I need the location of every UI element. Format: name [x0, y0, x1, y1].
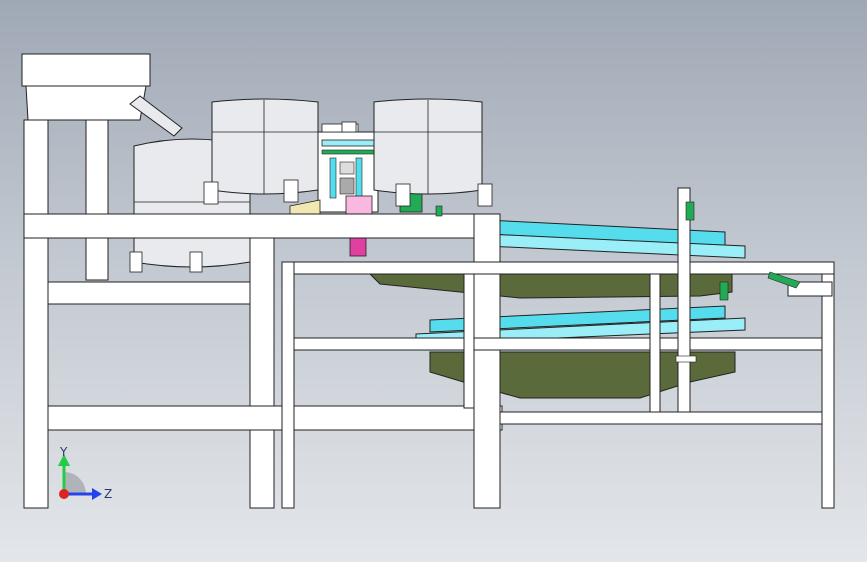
left-hopper-box — [21, 53, 183, 137]
y-axis-label: Y — [59, 445, 68, 459]
orientation-triad: Y Z — [58, 445, 112, 501]
z-axis-label: Z — [104, 487, 112, 501]
upper-feed-tray — [485, 219, 746, 259]
small-fittings — [435, 201, 801, 363]
right-vibratory-bowl — [373, 98, 493, 207]
upper-hopper — [366, 271, 733, 299]
x-axis-dot — [59, 489, 69, 499]
left-frame — [23, 119, 503, 509]
center-vibratory-bowl — [203, 98, 319, 205]
